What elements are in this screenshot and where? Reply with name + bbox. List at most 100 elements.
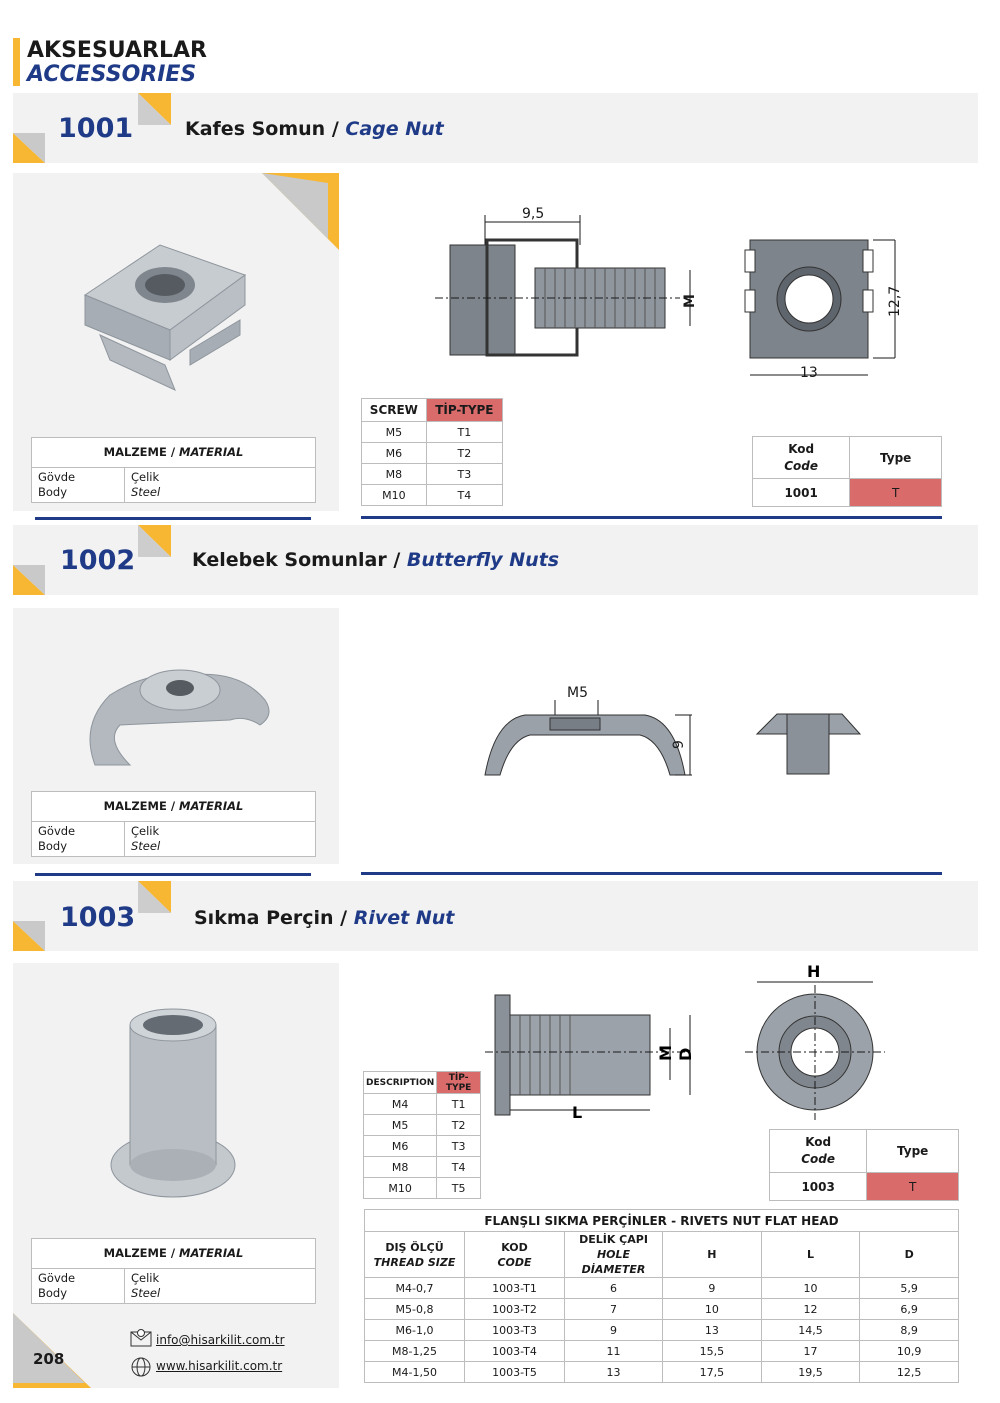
table-cell: M8 [362, 1156, 438, 1178]
dim-m: M [656, 1045, 675, 1061]
dim-h: H [807, 962, 820, 981]
table-cell: T2 [436, 1114, 481, 1136]
globe-icon [131, 1357, 151, 1377]
body-label-tr: Gövde [38, 1271, 76, 1285]
table-cell: T2 [425, 442, 504, 464]
table-cell: T1 [425, 421, 504, 443]
email-link[interactable]: info@hisarkilit.com.tr [156, 1333, 285, 1347]
spec-header-l: L [760, 1231, 861, 1278]
body-value-tr: Çelik [131, 824, 160, 838]
rivet-nut-side-drawing: L M D [485, 994, 695, 1122]
spec-header-tr: DIŞ ÖLÇÜ [385, 1240, 444, 1254]
divider-1002-right [361, 872, 942, 875]
dim-l: L [572, 1103, 582, 1122]
body-value-en: Steel [131, 839, 161, 853]
code-label: Code [784, 458, 819, 473]
screw-col-header: SCREW [361, 398, 427, 422]
code-value: 1001 [751, 478, 851, 507]
dim-thread-m: M [682, 294, 698, 308]
table-cell: M6 [361, 442, 427, 464]
table-cell: M10 [362, 1177, 438, 1199]
type-value: T [849, 478, 942, 507]
table-cell: M8 [361, 463, 427, 485]
dim-base: 13 [800, 365, 818, 381]
table-cell: M10 [361, 484, 427, 506]
body-value-tr: Çelik [131, 1271, 160, 1285]
page-number: 208 [33, 1350, 65, 1368]
dim-d: D [676, 1048, 695, 1061]
section-1002-code: 1002 [60, 545, 136, 576]
rivet-spec-table: FLANŞLI SIKMA PERÇİNLER - RIVETS NUT FLA… [364, 1209, 959, 1383]
section-1001-title: Kafes Somun / Cage Nut [185, 118, 444, 140]
spec-header-d: D [859, 1231, 959, 1278]
section-1003-title: Sıkma Perçin / Rivet Nut [194, 907, 455, 929]
body-label-en: Body [38, 485, 68, 499]
spec-header-en: CODE [497, 1255, 532, 1269]
section-1003-header [13, 881, 978, 951]
spec-header-tr: DELİK ÇAPI [579, 1233, 648, 1246]
rivet-nut-front-drawing: H [745, 962, 885, 1120]
table-cell: M4 [362, 1093, 438, 1115]
divider-1001-right [361, 516, 942, 519]
product-1001-corner-deco [262, 173, 339, 250]
section-1002-title: Kelebek Somunlar / Butterfly Nuts [192, 549, 560, 571]
page-number-corner-deco [13, 1313, 91, 1388]
table-cell: T1 [436, 1093, 481, 1115]
page-title-tr: AKSESUARLAR [27, 38, 207, 63]
material-header: MALZEME / MATERIAL [31, 1238, 316, 1269]
table-cell: M5 [361, 421, 427, 443]
spec-table-title: FLANŞLI SIKMA PERÇİNLER - RIVETS NUT FLA… [364, 1209, 959, 1232]
cage-nut-photo [83, 244, 247, 391]
type-label: Type [849, 436, 942, 479]
kod-label: Kod [788, 441, 815, 456]
body-label-en: Body [38, 1286, 68, 1300]
type-col-header: TİP-TYPE [425, 398, 504, 422]
header-accent-bar [13, 38, 20, 86]
dim-width: 9,5 [522, 206, 544, 222]
divider-1002-left [35, 873, 311, 876]
section-1002-header [13, 525, 978, 595]
section-1001-corner-deco [13, 93, 171, 163]
code-label: Code [801, 1152, 836, 1166]
divider-1001-left [35, 517, 311, 520]
dim-height: 12,7 [887, 286, 903, 317]
section-1002-corner-deco [13, 525, 171, 595]
code-value: 1003 [768, 1172, 868, 1201]
spec-header-tr: KOD [501, 1240, 528, 1254]
body-value-en: Steel [131, 485, 161, 499]
dim-height-9: 9 [671, 740, 687, 749]
desc-col-header: DESCRIPTION [362, 1071, 438, 1094]
page-title-en: ACCESSORIES [27, 62, 197, 87]
cage-nut-front-drawing: 12,7 13 [744, 239, 903, 381]
section-1003-code: 1003 [60, 902, 136, 933]
table-cell: T5 [436, 1177, 481, 1199]
rivet-nut-photo [110, 1008, 236, 1198]
website-link[interactable]: www.hisarkilit.com.tr [156, 1359, 283, 1373]
type-value: T [866, 1172, 959, 1201]
kod-label: Kod [805, 1135, 832, 1149]
butterfly-nut-front-drawing [755, 713, 862, 775]
table-cell: T4 [436, 1156, 481, 1178]
section-1001-header [13, 93, 978, 163]
material-header: MALZEME / MATERIAL [31, 437, 316, 468]
table-cell: M6 [362, 1135, 438, 1157]
table-cell: T3 [436, 1135, 481, 1157]
body-label-tr: Gövde [38, 824, 76, 838]
body-label-en: Body [38, 839, 68, 853]
material-header: MALZEME / MATERIAL [31, 791, 316, 822]
table-cell: T4 [425, 484, 504, 506]
butterfly-nut-photo [89, 669, 270, 766]
body-value-en: Steel [131, 1286, 161, 1300]
butterfly-nut-side-drawing: M5 9 [484, 685, 692, 776]
